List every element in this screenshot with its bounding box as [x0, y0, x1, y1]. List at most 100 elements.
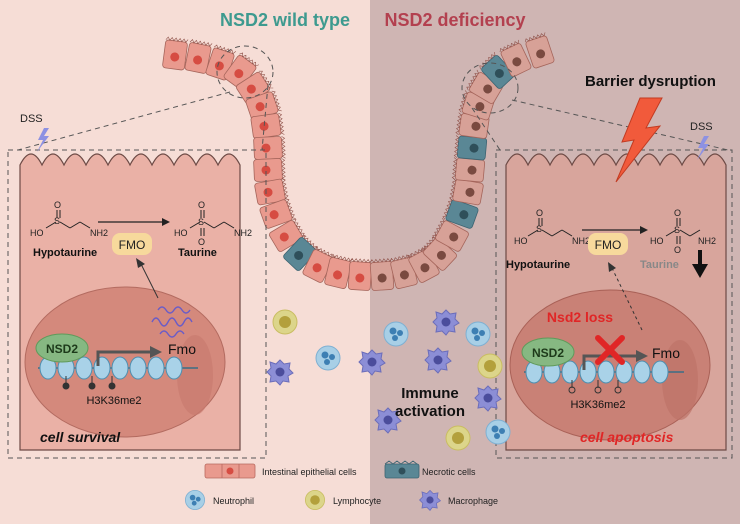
lymphocyte — [272, 309, 298, 335]
right-outcome-label: cell apoptosis — [580, 429, 674, 445]
legend-macrophage-icon — [419, 489, 442, 512]
neutrophil — [383, 321, 409, 347]
macrophage — [432, 309, 460, 336]
right-taurine-structure — [665, 218, 701, 244]
epithelial-cell — [451, 157, 486, 183]
right-lightning-icon — [697, 136, 709, 160]
neutrophil — [485, 419, 511, 445]
epithelial-cell — [254, 178, 289, 206]
nucleosome — [597, 360, 615, 384]
left-chromatin — [38, 356, 198, 380]
left-fmo-box-label: FMO — [119, 238, 146, 252]
legend-epithelial-icon — [204, 463, 256, 479]
right-fmo-box — [588, 233, 628, 255]
right-nsd2-label: NSD2 — [532, 346, 564, 360]
left-outcome-label: cell survival — [40, 429, 121, 445]
left-nsd2-oval — [35, 333, 89, 363]
left-translation-arrow — [139, 261, 159, 299]
immune-activation-line1: Immune — [401, 385, 459, 402]
legend-lymphocyte-label: Lymphocyte — [333, 496, 381, 506]
lymphocyte — [477, 353, 503, 379]
epithelial-cell — [250, 112, 285, 139]
lymphocyte — [445, 425, 471, 451]
nucleosome — [561, 360, 579, 384]
epithelial-cell — [259, 198, 296, 229]
legend-neutrophil-label: Neutrophil — [213, 496, 254, 506]
nucleosome — [129, 356, 147, 380]
left-mrna-squiggle — [151, 306, 193, 338]
right-dss-label: DSS — [690, 121, 713, 133]
epithelial-cell — [245, 90, 282, 121]
left-nucleus-highlight — [177, 335, 213, 415]
macrophage — [266, 359, 294, 386]
left-tau-ho: HO — [174, 228, 188, 238]
left-hypotaurine-label: Hypotaurine — [33, 247, 97, 259]
nucleosome — [93, 356, 111, 380]
crypt-epithelium — [162, 32, 555, 291]
nucleosome — [579, 360, 597, 384]
right-tau-s: S — [674, 225, 680, 235]
epithelial-cell — [347, 257, 373, 291]
right-hypo-o: O — [536, 208, 543, 218]
legend-necrotic-icon — [384, 460, 420, 479]
epithelial-cell — [449, 177, 484, 206]
right-barrier-lightning-icon — [615, 97, 663, 183]
left-transcription-arrow — [96, 350, 150, 366]
left-histone-mark-label: H3K36me2 — [86, 395, 141, 407]
legend: Intestinal epithelial cells Necrotic cel… — [184, 460, 498, 512]
legend-macrophage-label: Macrophage — [448, 496, 498, 506]
right-panel-title: NSD2 deficiency — [384, 10, 525, 30]
right-loss-label: Nsd2 loss — [547, 309, 613, 325]
nucleosome — [633, 360, 651, 384]
left-tau-o-top: O — [198, 200, 205, 210]
neutrophil — [465, 321, 491, 347]
right-hypotaurine-label: Hypotaurine — [506, 259, 570, 271]
left-lightning-icon — [37, 128, 49, 152]
right-histone-mark-label: H3K36me2 — [570, 399, 625, 411]
left-fmo-box — [112, 233, 152, 255]
left-nsd2-label: NSD2 — [46, 342, 78, 356]
right-fmo-box-label: FMO — [595, 238, 622, 252]
nucleosome — [147, 356, 165, 380]
left-fmo-gene-label: Fmo — [168, 341, 196, 357]
macrophage — [424, 347, 452, 374]
left-tau-nh2: NH2 — [234, 228, 252, 238]
nucleosome — [651, 360, 669, 384]
left-hypo-o: O — [54, 200, 61, 210]
left-tau-o-bottom: O — [198, 237, 205, 247]
zoom-outlines — [7, 45, 733, 459]
right-nucleus-highlight — [662, 340, 698, 420]
right-transcription-arrowhead — [636, 350, 648, 362]
right-hypotaurine-structure — [527, 218, 573, 237]
legend-necrotic-label: Necrotic cells — [422, 467, 476, 477]
immune-activation-line2: activation — [395, 403, 465, 420]
right-hypo-ho: HO — [514, 236, 528, 246]
epithelial-cell — [253, 136, 286, 160]
right-taurine-label: Taurine — [640, 259, 679, 271]
macrophage — [474, 385, 502, 412]
right-barrier-label: Barrier dysruption — [585, 73, 716, 90]
right-blocked-x-icon — [595, 335, 625, 365]
necrotic-cell — [283, 235, 320, 271]
epithelial-cell — [432, 218, 469, 252]
left-translation-arrowhead — [136, 258, 145, 268]
neutrophil — [315, 345, 341, 371]
nucleosome — [75, 356, 93, 380]
epithelial-cell — [162, 36, 189, 71]
left-panel-title: NSD2 wild type — [220, 10, 350, 30]
right-methyl-marks — [568, 380, 622, 394]
right-tau-o-top: O — [674, 208, 681, 218]
right-zoom-cell: Barrier dysruption DSS S O HO NH2 Hypota… — [505, 73, 727, 451]
right-chromatin — [524, 360, 684, 384]
epithelial-cell — [369, 258, 395, 291]
necrotic-cell — [453, 135, 488, 161]
epithelial-cell — [302, 246, 336, 283]
left-taurine-structure — [189, 210, 235, 236]
left-methyl-marks — [62, 376, 116, 390]
left-conversion-arrowhead — [162, 218, 170, 226]
epithelial-cell — [253, 158, 286, 182]
left-dss-label: DSS — [20, 113, 43, 125]
macrophage — [358, 349, 386, 376]
right-fmo-gene-label: Fmo — [652, 345, 680, 361]
